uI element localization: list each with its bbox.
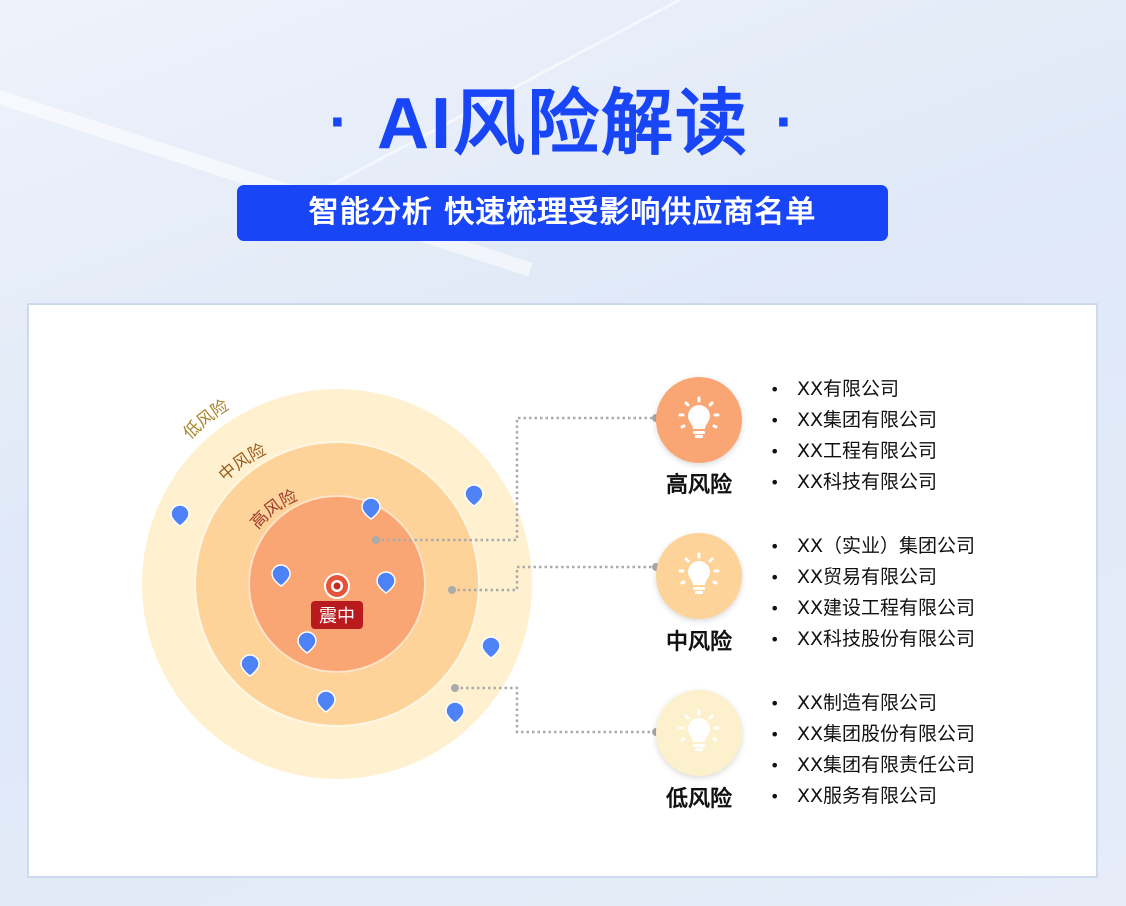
list-item: XX服务有限公司 — [770, 781, 975, 812]
epicenter-badge — [311, 601, 363, 629]
list-item: XX科技股份有限公司 — [770, 624, 975, 655]
level-mid-badge — [656, 533, 742, 619]
level-high-badge — [656, 377, 742, 463]
level-label-high: 高风险 — [665, 473, 732, 498]
title-dot: · — [775, 88, 797, 155]
low-risk-company-list: XX制造有限公司 XX集团股份有限公司 XX集团有限责任公司 XX服务有限公司 — [770, 688, 975, 812]
list-item: XX贸易有限公司 — [770, 562, 975, 593]
list-item: XX建设工程有限公司 — [770, 593, 975, 624]
mid-risk-company-list: XX（实业）集团公司 XX贸易有限公司 XX建设工程有限公司 XX科技股份有限公… — [770, 531, 975, 655]
list-item: XX集团有限公司 — [770, 405, 937, 436]
list-item: XX（实业）集团公司 — [770, 531, 975, 562]
connector-lines — [376, 416, 656, 734]
page-title: · AI风险解读 · — [0, 72, 1126, 174]
epicenter-label: 震中 — [319, 606, 355, 627]
high-risk-company-list: XX有限公司 XX集团有限公司 XX工程有限公司 XX科技有限公司 — [770, 374, 937, 498]
level-low-badge — [656, 690, 742, 776]
epicenter-icon — [324, 573, 350, 599]
title-dot: · — [329, 88, 351, 155]
level-label-low: 低风险 — [665, 787, 732, 812]
list-item: XX科技有限公司 — [770, 467, 937, 498]
list-item: XX集团股份有限公司 — [770, 719, 975, 750]
list-item: XX工程有限公司 — [770, 436, 937, 467]
list-item: XX集团有限责任公司 — [770, 750, 975, 781]
subtitle-banner: 智能分析 快速梳理受影响供应商名单 — [237, 185, 888, 241]
list-item: XX制造有限公司 — [770, 688, 975, 719]
level-label-mid: 中风险 — [665, 630, 732, 655]
title-text: AI风险解读 — [376, 84, 749, 164]
list-item: XX有限公司 — [770, 374, 937, 405]
